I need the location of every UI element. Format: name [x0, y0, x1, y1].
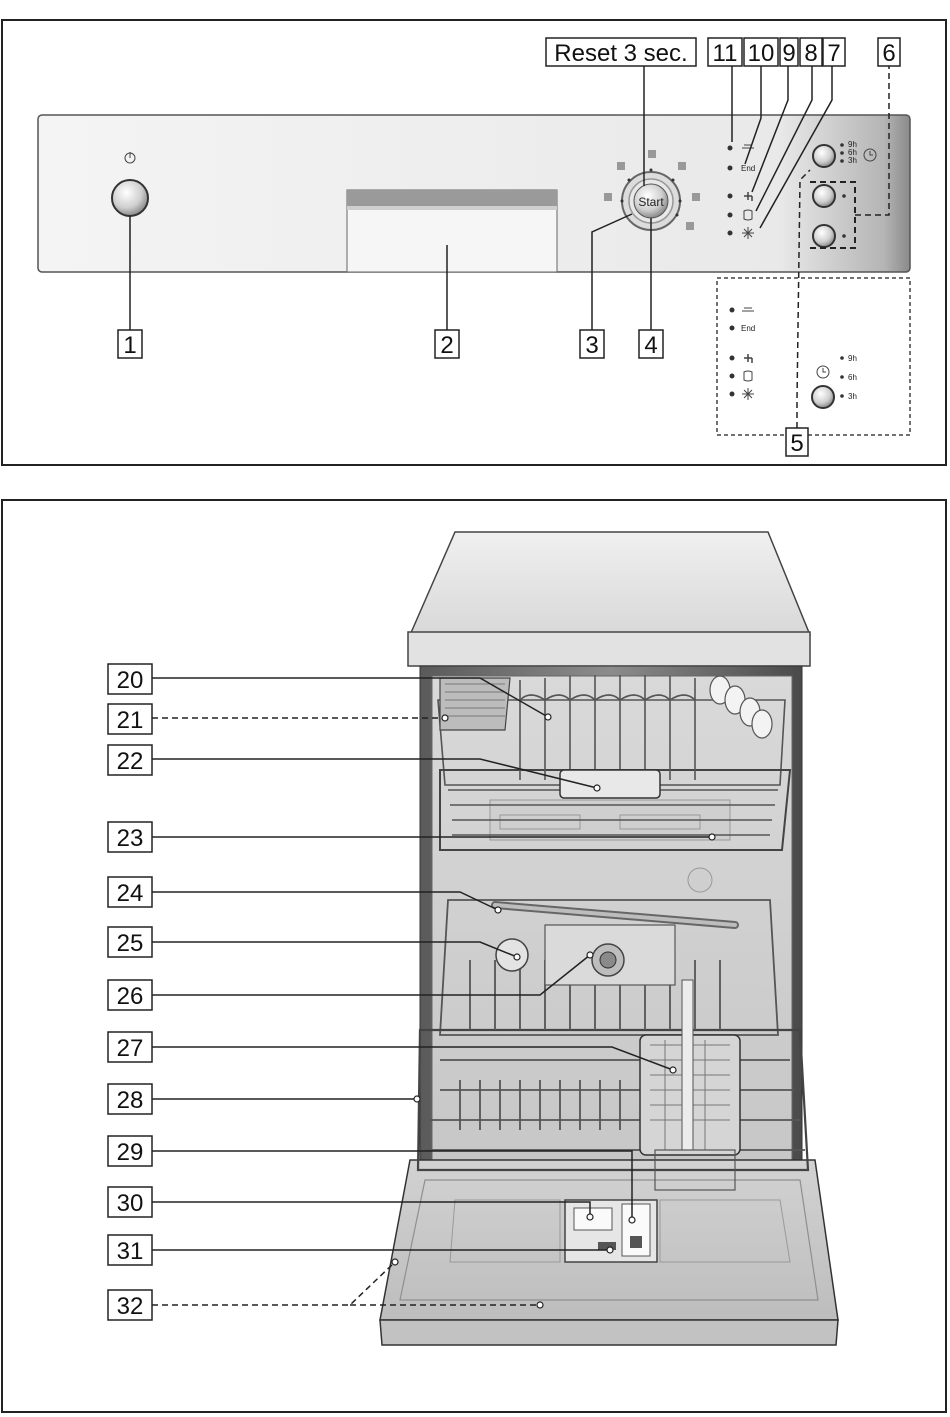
callout-3: 3	[585, 332, 598, 359]
inset-hour-6h: 6h	[848, 373, 857, 382]
callout-28: 28	[117, 1087, 144, 1114]
start-button-label: Start	[638, 195, 664, 209]
inset-delay-button[interactable]	[811, 385, 835, 409]
callout-reset: Reset 3 sec.	[554, 40, 687, 67]
upper-spray-arm	[491, 901, 739, 929]
callout-25: 25	[117, 930, 144, 957]
option-group-outline	[810, 181, 856, 249]
callout-32: 32	[117, 1293, 144, 1320]
callout-7: 7	[827, 40, 840, 67]
inset-clock-icon	[816, 365, 830, 379]
inset-hour-lamps	[840, 356, 844, 398]
cup-rack[interactable]	[709, 675, 773, 739]
callout-6: 6	[882, 40, 895, 67]
callout-30: 30	[117, 1190, 144, 1217]
inset-hour-9h: 9h	[848, 354, 857, 363]
end-label: End	[741, 164, 755, 173]
callout-23: 23	[117, 825, 144, 852]
callout-5: 5	[790, 430, 803, 457]
panel-callout-boxes	[117, 37, 901, 457]
interior-leader-lines	[152, 677, 712, 1306]
callout-8: 8	[804, 40, 817, 67]
hour-6h: 6h	[848, 148, 857, 157]
hour-lamps	[840, 143, 846, 238]
wash-icon	[742, 144, 754, 149]
filter-system	[544, 924, 676, 986]
inset-wash-icon	[742, 307, 754, 312]
callout-2: 2	[440, 332, 453, 359]
power-icon	[124, 152, 136, 164]
callout-22: 22	[117, 748, 144, 775]
salt-icon	[743, 209, 753, 221]
delay-start-button[interactable]	[812, 144, 836, 168]
callout-31: 31	[117, 1238, 144, 1265]
callout-29: 29	[117, 1139, 144, 1166]
detergent-dispenser[interactable]	[564, 1199, 658, 1263]
interior-leader-dots	[391, 713, 716, 1309]
inset-hour-3h: 3h	[848, 392, 857, 401]
clock-icon	[863, 148, 877, 162]
hour-9h: 9h	[848, 140, 857, 149]
callout-1: 1	[123, 332, 136, 359]
door-handle[interactable]	[346, 189, 558, 273]
option-button-2[interactable]	[812, 224, 836, 248]
callout-20: 20	[117, 667, 144, 694]
callout-10: 10	[748, 40, 775, 67]
interior-callout-boxes	[107, 663, 153, 1321]
inset-indicator-lamps	[729, 307, 735, 397]
callout-4: 4	[644, 332, 657, 359]
callout-9: 9	[782, 40, 795, 67]
tap-icon	[744, 192, 753, 201]
panel-leader-lines	[129, 66, 890, 428]
callout-26: 26	[117, 983, 144, 1010]
callout-27: 27	[117, 1035, 144, 1062]
inset-rinse-aid-icon	[742, 388, 754, 400]
power-button[interactable]	[111, 179, 149, 217]
callout-11: 11	[713, 40, 738, 67]
program-indicators	[604, 150, 700, 230]
hour-3h: 3h	[848, 156, 857, 165]
knife-shelf[interactable]	[439, 677, 511, 731]
callout-24: 24	[117, 880, 144, 907]
rinse-aid-icon	[742, 227, 754, 239]
option-button-1[interactable]	[812, 184, 836, 208]
indicator-lamps	[727, 145, 733, 236]
inset-salt-icon	[743, 370, 753, 382]
dial-dots	[620, 168, 682, 217]
upper-basket-handle[interactable]	[559, 769, 661, 799]
callout-21: 21	[117, 707, 144, 734]
lower-basket[interactable]	[416, 899, 810, 1172]
inset-tap-icon	[744, 354, 753, 363]
inset-end-label: End	[741, 324, 755, 333]
dishwasher-body	[407, 531, 812, 1247]
cutlery-basket[interactable]	[639, 979, 741, 1191]
